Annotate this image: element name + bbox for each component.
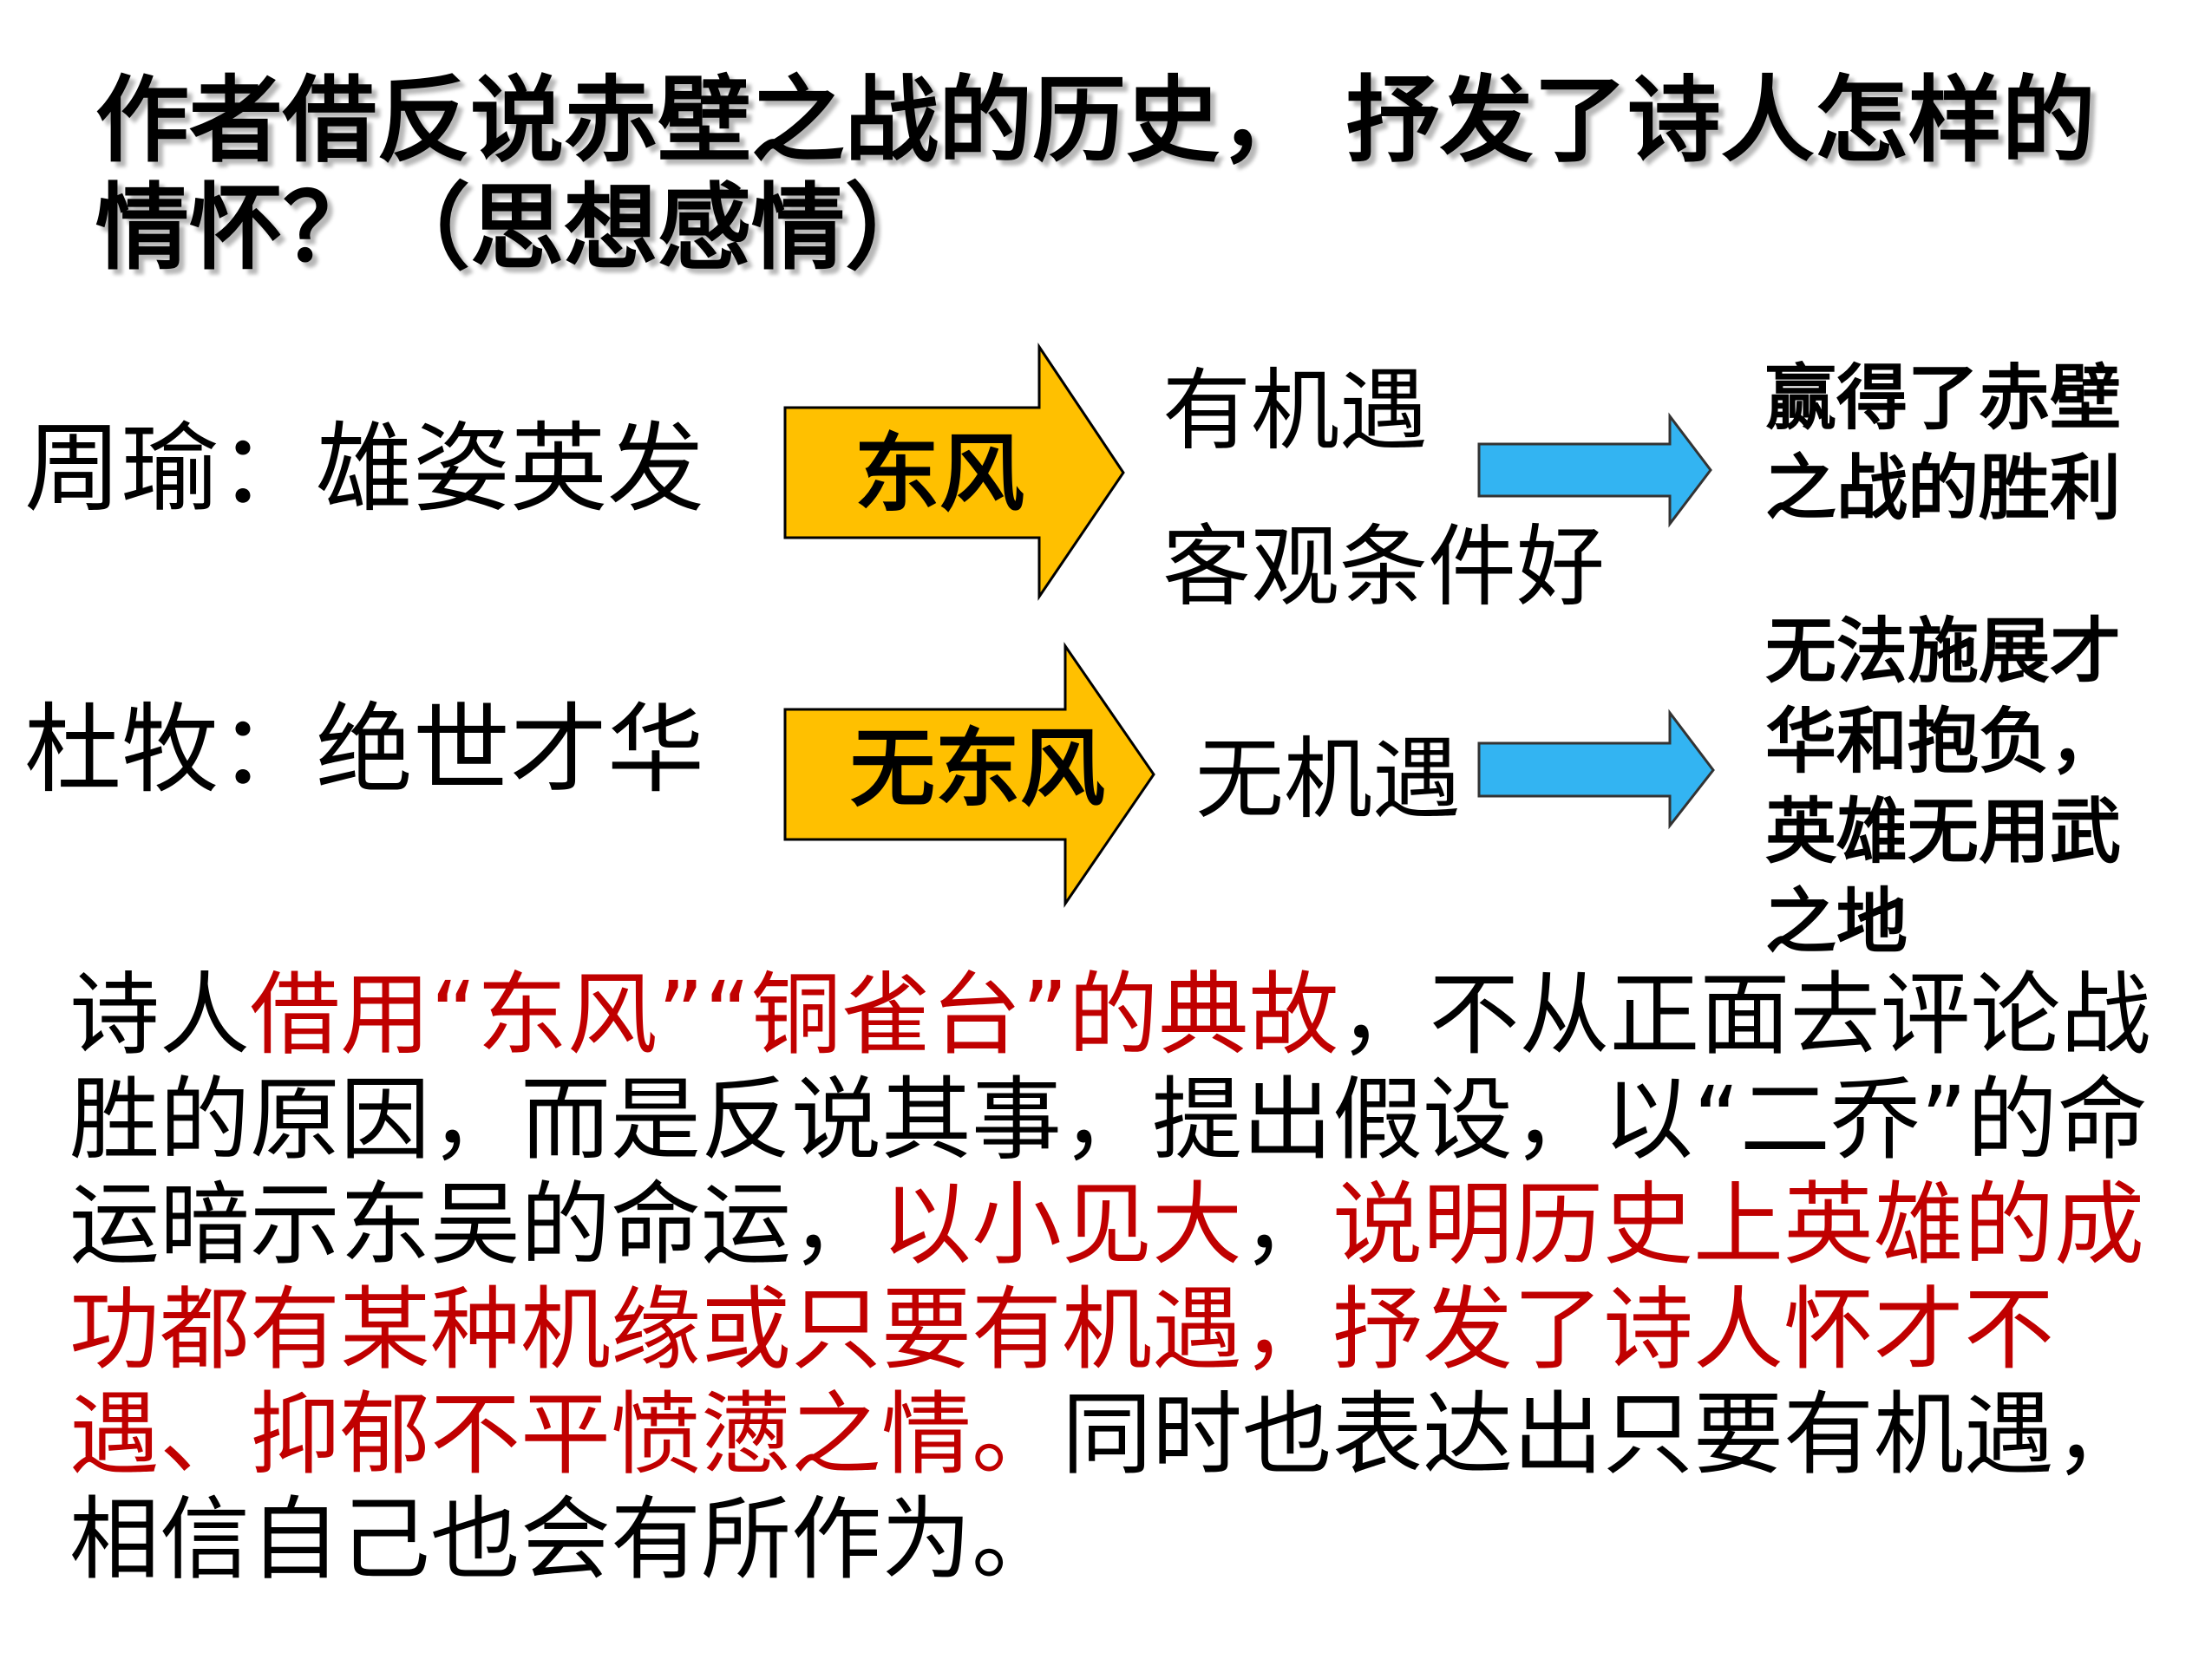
victory-result-text: 赢得了赤壁之战的胜利 (1765, 357, 2122, 530)
dumu-label: 杜牧：绝世才华 (24, 694, 704, 807)
good-conditions-text: 客观条件好 (1162, 516, 1605, 619)
para-part-1: 诗人 (69, 962, 251, 1068)
para-part-7: 同时也表达出只要有机遇，相信自己也会有所作为。 (69, 1381, 2145, 1592)
no-east-wind-label: 无东风 (850, 720, 1106, 819)
para-part-3: ，不从正面去评论战胜的原因，而是反说其事，提出假设，以“二乔”的命运暗示东吴的命… (69, 962, 2151, 1277)
para-part-5: ， (1242, 1172, 1333, 1277)
no-opportunity-text: 无机遇 (1195, 728, 1461, 832)
east-wind-label: 东风 (854, 425, 1025, 524)
para-small-big-highlight: 以小见大 (881, 1172, 1243, 1277)
has-opportunity-text: 有机遇 (1162, 360, 1428, 463)
slide-title: 作者借反说赤壁之战的历史， 抒发了诗人怎样的情怀？（思想感情） (95, 67, 2096, 283)
para-allusion-highlight: 借用“东风”“铜雀台”的典故 (250, 962, 1339, 1068)
no-use-result-text: 无法施展才华和抱负，英雄无用武之地 (1765, 611, 2122, 963)
zhouyu-label: 周瑜：雄姿英发 (24, 413, 704, 526)
analysis-paragraph: 诗人借用“东风”“铜雀台”的典故，不从正面去评论战胜的原因，而是反说其事，提出假… (69, 963, 2169, 1592)
para-emotion-highlight: 说明历史上英雄的成功都有某种机缘或只要有机遇，抒发了诗人怀才不遇、抑郁不平愤懑之… (69, 1172, 2145, 1487)
